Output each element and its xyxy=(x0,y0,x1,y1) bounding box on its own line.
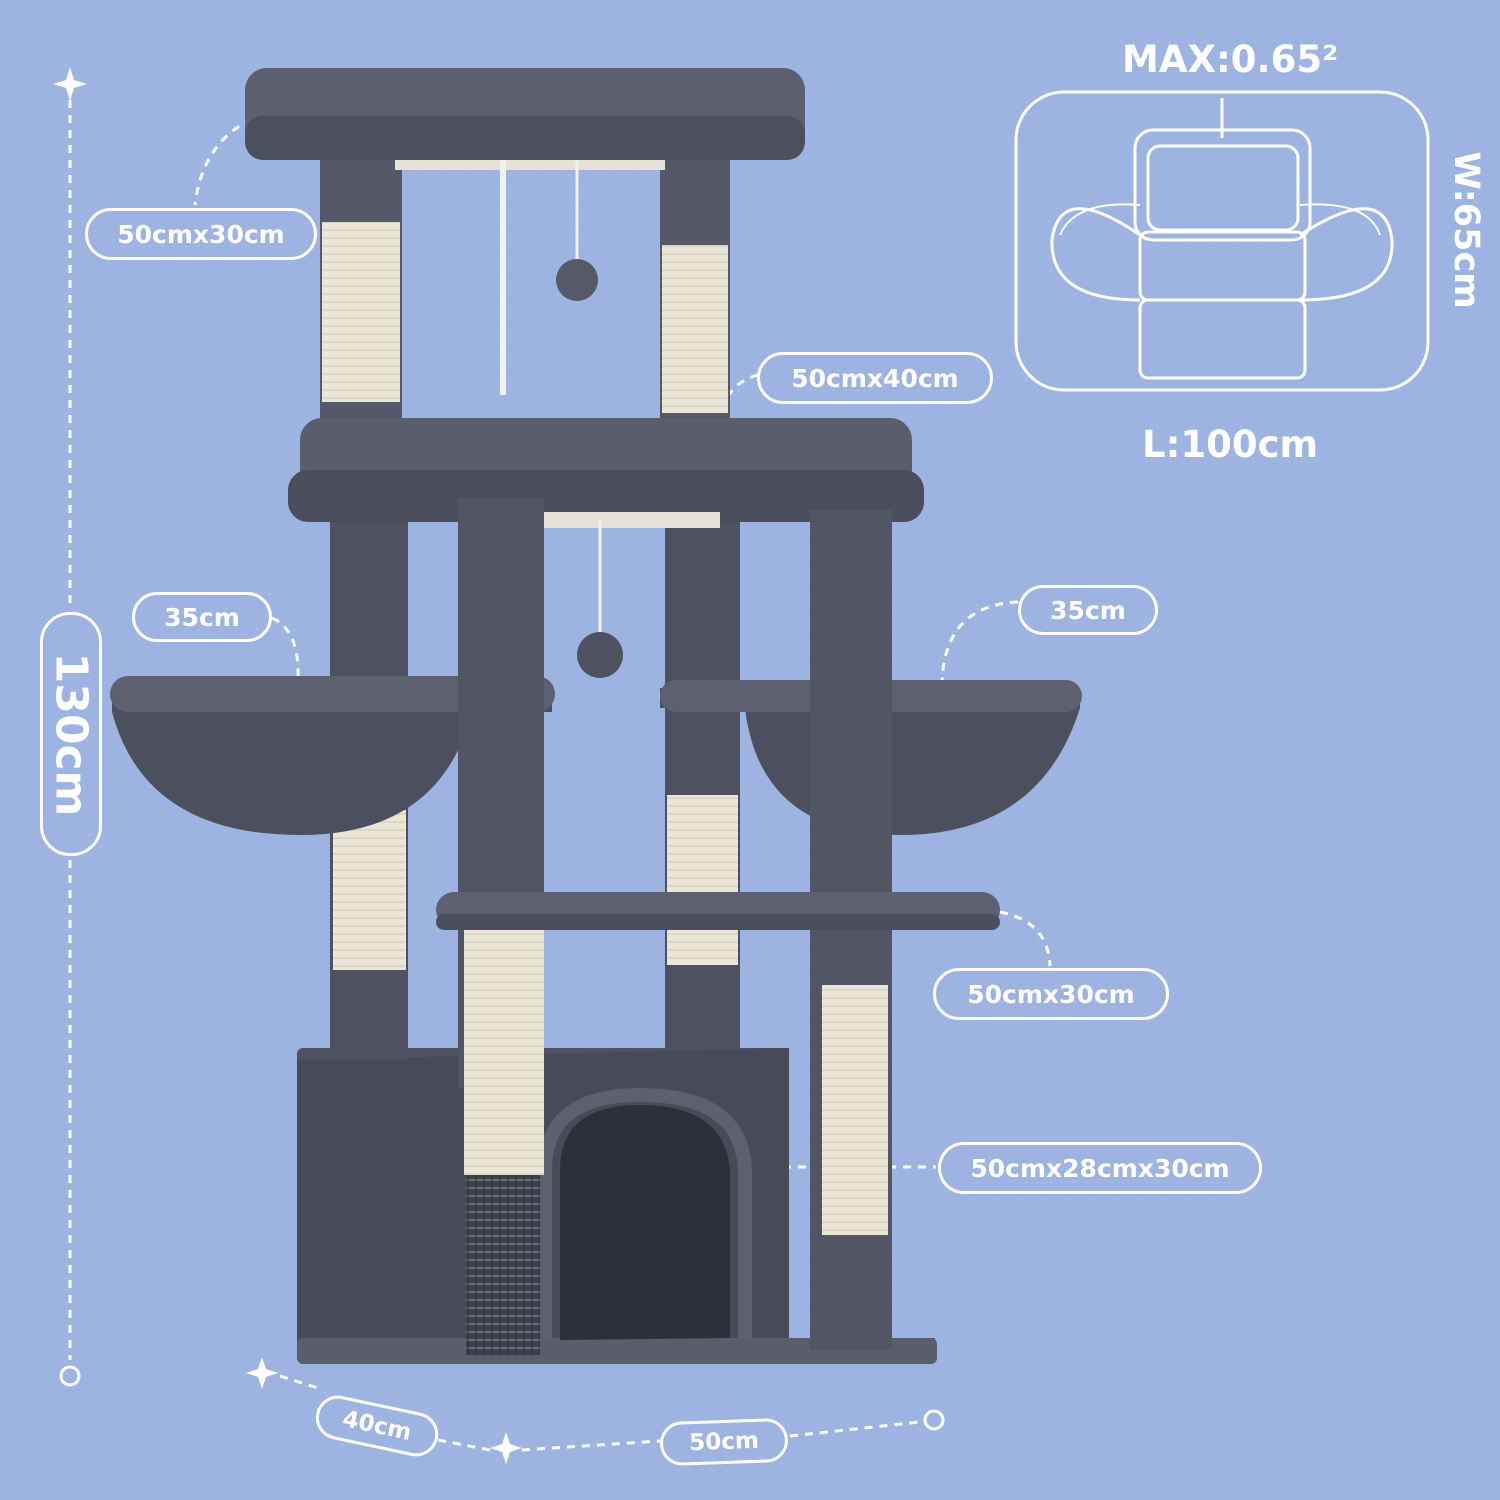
base-board xyxy=(297,1338,937,1364)
top-perch-size-label: 50cmx30cm xyxy=(85,208,317,260)
height-label-text: 130cm xyxy=(45,652,97,816)
right-basket-size-label: 35cm xyxy=(1018,585,1158,635)
sparkle-markers xyxy=(53,67,522,1464)
left-basket-size-label: 35cm xyxy=(132,592,272,642)
doorway-trim xyxy=(538,1087,752,1338)
condo-doorway xyxy=(560,1105,730,1340)
condo-size-label: 50cmx28cmx30cm xyxy=(938,1142,1262,1194)
left-basket xyxy=(112,690,552,835)
package-width-label: W:65cm xyxy=(1446,150,1486,310)
middle-platform-size-label: 50cmx40cm xyxy=(757,352,993,404)
package-width-text: W:65cm xyxy=(1446,151,1486,309)
pom-pom-toy xyxy=(556,259,598,301)
cat-tree xyxy=(110,68,1082,1364)
lower-platform-size-label: 50cmx30cm xyxy=(933,968,1169,1020)
grooming-brush xyxy=(466,1175,540,1355)
height-label: 130cm xyxy=(40,612,102,856)
base-width-label: 50cm xyxy=(659,1417,789,1467)
package-volume-label: MAX:0.65² xyxy=(1122,38,1339,81)
back-right-post xyxy=(665,520,740,1050)
package-length-label: L:100cm xyxy=(1142,423,1319,466)
endpoint-rings xyxy=(59,1365,945,1431)
